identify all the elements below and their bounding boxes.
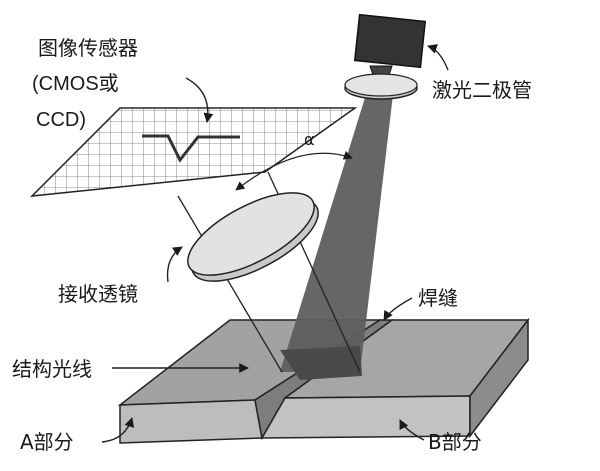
sensor-type-label-line1: (CMOS或 — [32, 73, 119, 95]
structured-light-stripe — [280, 346, 362, 380]
sensor-profile-line — [142, 134, 240, 163]
part-b-side-face — [469, 317, 529, 439]
part-a-label: A部分 — [20, 430, 74, 454]
part-a-front-face — [119, 399, 263, 444]
sensor-type-label-line2: CCD) — [36, 109, 86, 131]
arrow-part-b — [399, 419, 425, 441]
arrow-weld-seam — [383, 297, 413, 321]
receiving-lens — [187, 192, 319, 282]
laser-diode — [344, 13, 427, 100]
part-b-label: B部分 — [428, 430, 482, 454]
laser-diode-label: 激光二极管 — [432, 78, 532, 102]
laser-diode-collimator-top — [344, 73, 418, 97]
image-sensor — [29, 107, 358, 197]
angle-arc — [235, 151, 353, 191]
image-sensor-label: 图像传感器 — [38, 36, 138, 60]
arrow-receiving-lens — [166, 246, 183, 283]
angle-label: α — [304, 130, 315, 149]
leader-arrows — [101, 44, 449, 443]
laser-diode-body — [353, 13, 427, 69]
arrow-part-a — [101, 417, 134, 443]
sensor-plane — [29, 107, 358, 197]
laser-beam — [280, 75, 395, 372]
receiving-lens-label: 接收透镜 — [58, 282, 138, 306]
arrow-laser-diode — [427, 44, 449, 71]
structured-light-label: 结构光线 — [12, 357, 92, 381]
arrow-image-sensor — [185, 77, 214, 123]
weld-seam-label: 焊缝 — [418, 286, 458, 310]
